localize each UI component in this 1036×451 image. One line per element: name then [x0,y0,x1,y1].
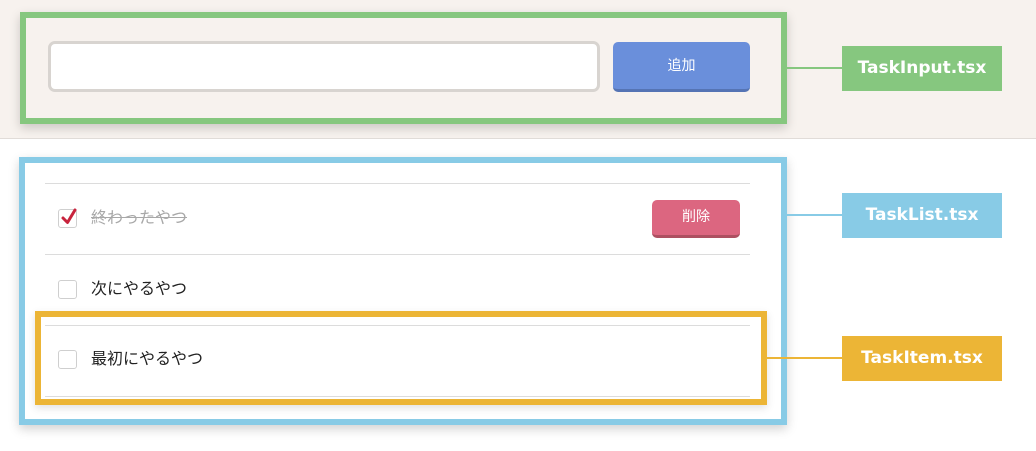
add-button[interactable]: 追加 [613,42,750,92]
list-divider [45,183,750,184]
task-checkbox[interactable] [58,350,77,369]
list-divider [45,254,750,255]
task-input-label: TaskInput.tsx [842,46,1002,91]
task-item-connector [767,357,842,359]
task-list-label: TaskList.tsx [842,193,1002,238]
task-input-component-frame [20,12,787,124]
task-list-component-frame [19,157,787,425]
task-text: 最初にやるやつ [91,349,204,368]
checkmark-icon [61,208,77,224]
task-text-input[interactable] [48,41,600,92]
list-divider [45,325,750,326]
task-list-connector [787,214,842,216]
task-checkbox[interactable] [58,280,77,299]
task-checkbox-checked[interactable] [58,208,77,228]
delete-button[interactable]: 削除 [652,200,740,238]
task-item-component-frame [35,311,767,405]
task-input-connector [787,67,842,69]
task-text: 次にやるやつ [91,279,188,298]
task-text: 終わったやつ [91,208,188,227]
task-item-label: TaskItem.tsx [842,336,1002,381]
list-divider [45,396,750,397]
